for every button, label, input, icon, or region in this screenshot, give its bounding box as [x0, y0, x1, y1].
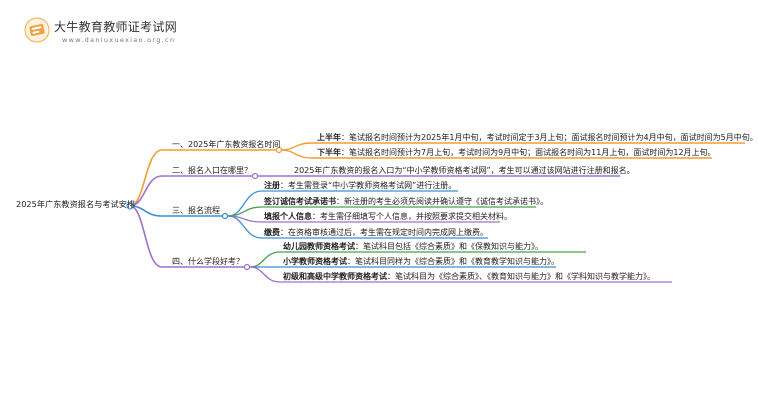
connector-root-branch-1 [129, 149, 163, 207]
leaf-label: 上半年 [317, 133, 341, 142]
leaf-middle-high-school: 初级和高级中学教师资格考试：笔试科目为《综合素质》、《教育知识与能力》和《学科知… [283, 272, 655, 282]
leaf-label: 注册 [264, 181, 280, 190]
leaf-text: ：考生需登录“中小学教师资格考试网”进行注册。 [280, 181, 457, 190]
leaf-text: ：笔试报名时间预计为7月上旬，考试时间为9月中旬；面试报名时间为11月上旬，面试… [341, 148, 716, 157]
leaf-label: 初级和高级中学教师资格考试 [283, 272, 387, 281]
brand-name: 大牛教育教师证考试网 [54, 20, 178, 34]
leaf-registration-portal: 2025年广东教资的报名入口为“中小学教师资格考试网”，考生可以通过该网站进行注… [294, 166, 635, 176]
leaf-text: ：在资格审核通过后，考生需在规定时间内完成网上缴费。 [280, 228, 488, 237]
leaf-label: 幼儿园教师资格考试 [283, 242, 355, 251]
leaf-kindergarten: 幼儿园教师资格考试：笔试科目包括《综合素质》和《保教知识与能力》。 [283, 242, 543, 252]
leaf-label: 缴费 [264, 228, 280, 237]
branch-title-4: 四、什么学段好考？ [172, 257, 244, 266]
brand-url: www.daniuxuexiao.org.cn [62, 36, 176, 44]
leaf-label: 小学教师资格考试 [283, 257, 347, 266]
leaf-text: 2025年广东教资的报名入口为“中小学教师资格考试网”，考生可以通过该网站进行注… [294, 166, 635, 175]
leaf-label: 下半年 [317, 148, 341, 157]
branch-title-1: 一、2025年广东教资报名时间 [172, 140, 281, 149]
branch-title-3: 三、报名流程 [172, 206, 220, 215]
leaf-label: 填报个人信息 [264, 212, 312, 221]
branch-title-2: 二、报名入口在哪里？ [172, 166, 252, 175]
root-node-dot [126, 202, 134, 210]
leaf-text: ：笔试报名时间预计为2025年1月中旬，考试时间定于3月上旬；面试报名时间预计为… [341, 133, 758, 142]
leaf-label: 签订诚信考试承诺书 [264, 197, 336, 206]
leaf-text: ：考生需仔细填写个人信息，并按照要求提交相关材料。 [312, 212, 512, 221]
leaf-register: 注册：考生需登录“中小学教师资格考试网”进行注册。 [264, 181, 456, 191]
leaf-primary-school: 小学教师资格考试：笔试科目同样为《综合素质》和《教育教学知识与能力》。 [283, 257, 559, 267]
leaf-personal-info: 填报个人信息：考生需仔细填写个人信息，并按照要求提交相关材料。 [264, 212, 512, 222]
leaf-text: ：笔试科目包括《综合素质》和《保教知识与能力》。 [355, 242, 543, 251]
leaf-integrity-pledge: 签订诚信考试承诺书：新注册的考生必须先阅读并确认遵守《诚信考试承诺书》。 [264, 197, 548, 207]
leaf-payment: 缴费：在资格审核通过后，考生需在规定时间内完成网上缴费。 [264, 228, 488, 238]
leaf-text: ：新注册的考生必须先阅读并确认遵守《诚信考试承诺书》。 [336, 197, 548, 206]
leaf-text: ：笔试科目为《综合素质》、《教育知识与能力》和《学科知识与教学能力》。 [387, 272, 655, 281]
leaf-text: ：笔试科目同样为《综合素质》和《教育教学知识与能力》。 [347, 257, 559, 266]
leaf-second-half: 下半年：笔试报名时间预计为7月上旬，考试时间为9月中旬；面试报名时间为11月上旬… [317, 148, 716, 158]
logo-icon [24, 17, 50, 43]
root-node: 2025年广东教资报名与考试安排 [16, 199, 136, 209]
connector-root-branch-4 [129, 205, 163, 268]
leaf-first-half: 上半年：笔试报名时间预计为2025年1月中旬，考试时间定于3月上旬；面试报名时间… [317, 133, 758, 143]
